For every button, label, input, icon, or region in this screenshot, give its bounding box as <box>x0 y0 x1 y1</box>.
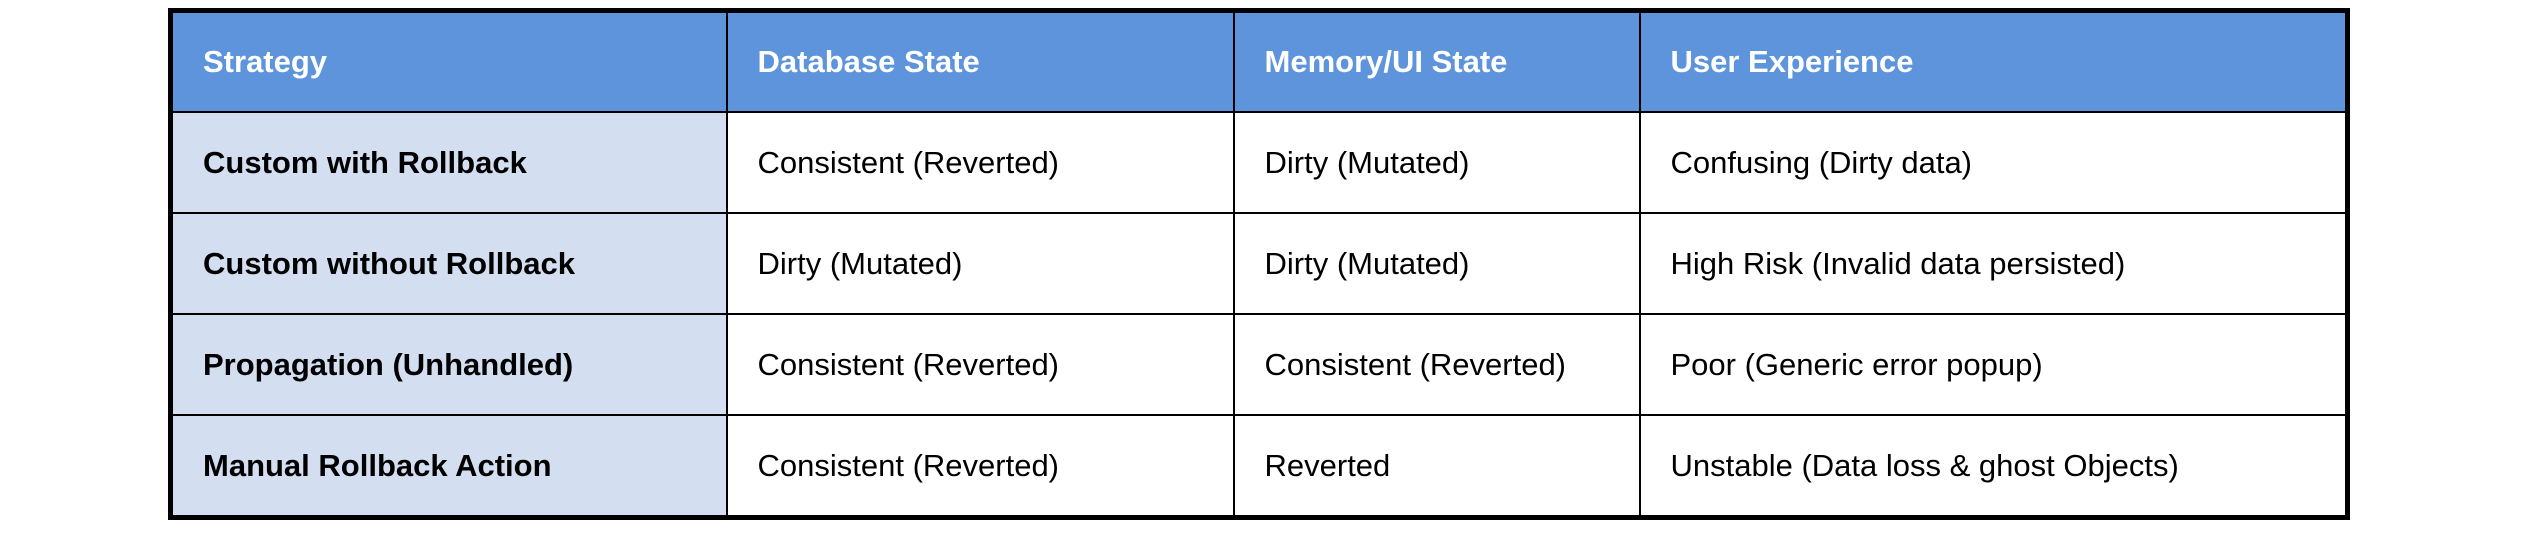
column-header-database-state: Database State <box>725 9 1235 113</box>
cell-user-experience: Confusing (Dirty data) <box>1638 111 2349 214</box>
row-label: Manual Rollback Action <box>169 414 728 519</box>
cell-memory-ui-state: Dirty (Mutated) <box>1232 111 1641 214</box>
row-label: Propagation (Unhandled) <box>169 313 728 416</box>
cell-memory-ui-state: Dirty (Mutated) <box>1232 212 1641 315</box>
cell-database-state: Consistent (Reverted) <box>725 313 1235 416</box>
column-header-memory-ui-state: Memory/UI State <box>1232 9 1641 113</box>
cell-user-experience: High Risk (Invalid data persisted) <box>1638 212 2349 315</box>
cell-memory-ui-state: Reverted <box>1232 414 1641 519</box>
table-row-custom-without-rollback: Custom without Rollback Dirty (Mutated) … <box>169 212 2349 315</box>
strategy-comparison-table: Strategy Database State Memory/UI State … <box>168 8 2350 520</box>
cell-database-state: Consistent (Reverted) <box>725 111 1235 214</box>
row-label: Custom without Rollback <box>169 212 728 315</box>
header-row: Strategy Database State Memory/UI State … <box>169 9 2349 113</box>
table-row-manual-rollback-action: Manual Rollback Action Consistent (Rever… <box>169 414 2349 519</box>
cell-user-experience: Unstable (Data loss & ghost Objects) <box>1638 414 2349 519</box>
cell-database-state: Consistent (Reverted) <box>725 414 1235 519</box>
column-header-user-experience: User Experience <box>1638 9 2349 113</box>
cell-user-experience: Poor (Generic error popup) <box>1638 313 2349 416</box>
cell-memory-ui-state: Consistent (Reverted) <box>1232 313 1641 416</box>
row-label: Custom with Rollback <box>169 111 728 214</box>
table-row-custom-with-rollback: Custom with Rollback Consistent (Reverte… <box>169 111 2349 214</box>
table-row-propagation-unhandled: Propagation (Unhandled) Consistent (Reve… <box>169 313 2349 416</box>
column-header-strategy: Strategy <box>169 9 728 113</box>
cell-database-state: Dirty (Mutated) <box>725 212 1235 315</box>
